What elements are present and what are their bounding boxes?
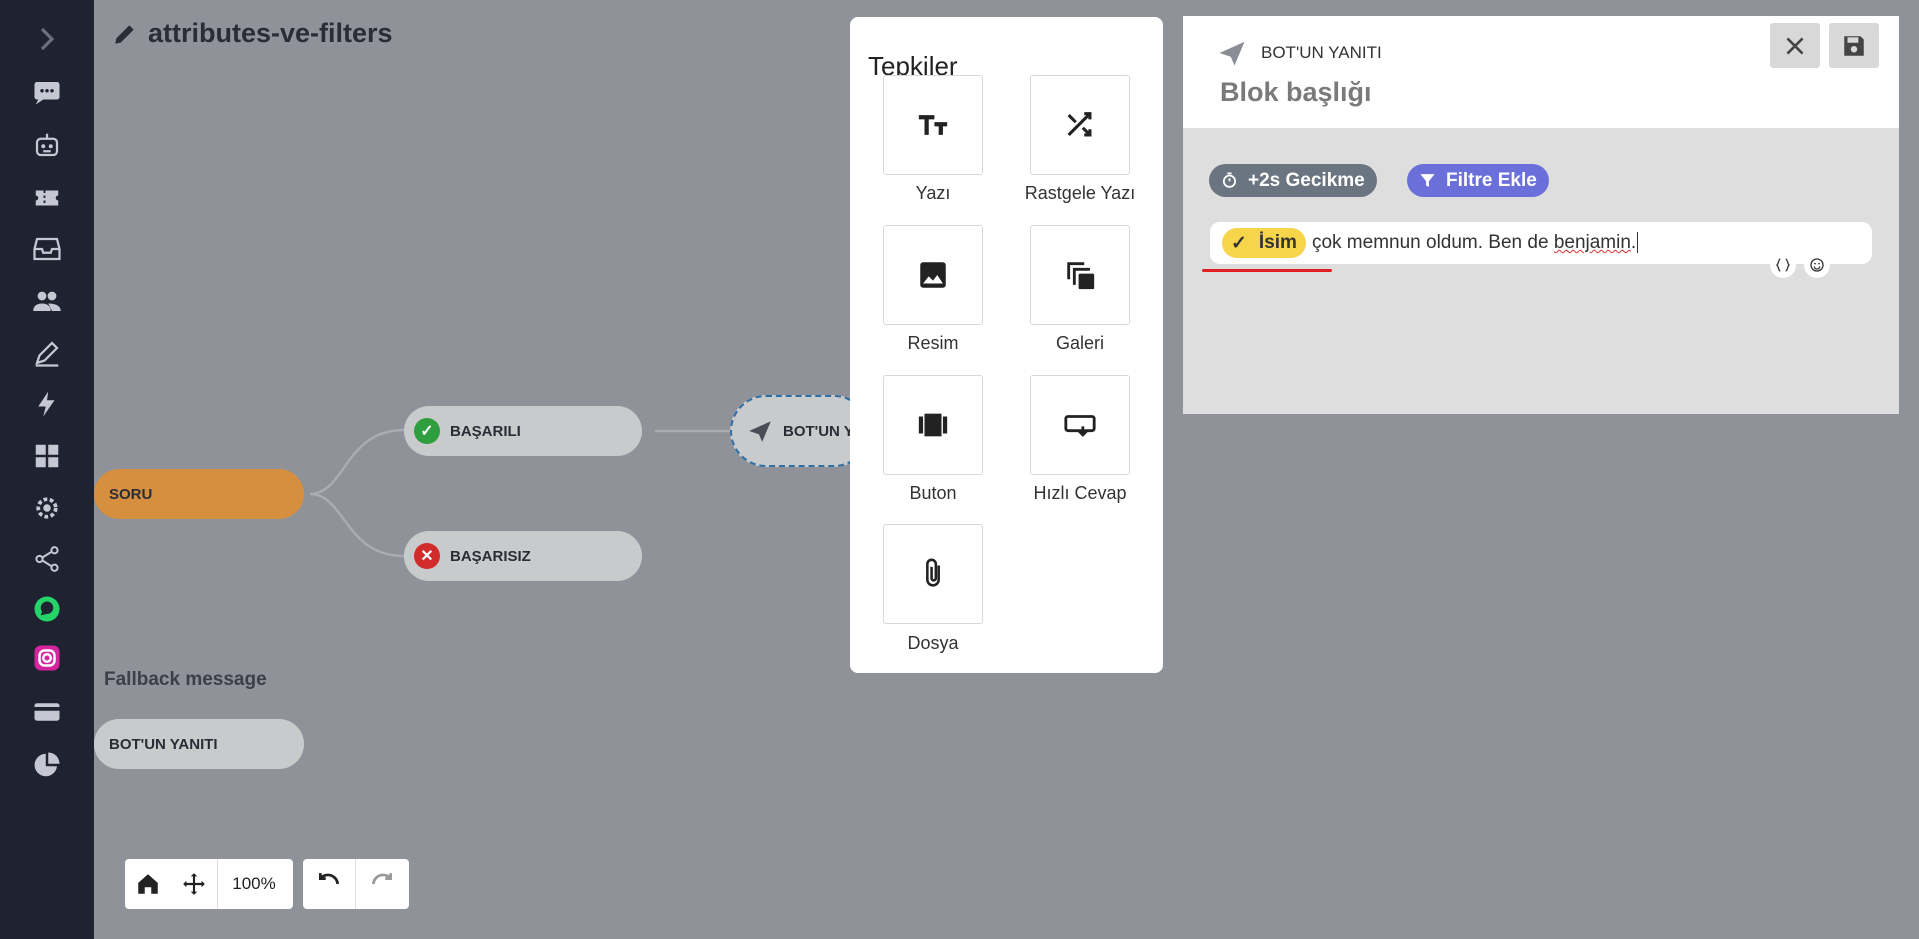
paperclip-icon xyxy=(926,558,940,587)
sidebar xyxy=(0,0,94,939)
toolbar-divider xyxy=(355,859,356,909)
stopwatch-icon xyxy=(1222,172,1237,188)
pie-chart-icon[interactable] xyxy=(29,747,65,783)
braces-icon xyxy=(1776,258,1790,272)
reaction-button-button[interactable] xyxy=(883,375,983,475)
block-kind: BOT'UN YANITI xyxy=(1217,38,1382,68)
button-icon xyxy=(918,413,948,437)
message-text-input[interactable]: ✓ İsim çok memnun oldum. Ben de benjamin… xyxy=(1210,222,1872,264)
text-icon xyxy=(918,115,948,135)
gallery-icon xyxy=(1067,262,1095,290)
canvas-toolbar: 100% xyxy=(125,859,293,909)
share-icon[interactable] xyxy=(29,541,65,577)
reaction-text-button[interactable] xyxy=(883,75,983,175)
reaction-random-text-label: Rastgele Yazı xyxy=(1024,183,1136,203)
variable-chip[interactable]: ✓ İsim xyxy=(1222,228,1306,258)
reaction-random-text-button[interactable] xyxy=(1030,75,1130,175)
delay-chip-label: +2s Gecikme xyxy=(1248,169,1365,191)
zoom-level[interactable]: 100% xyxy=(232,874,276,893)
shuffle-icon xyxy=(1067,112,1092,137)
message-text-misspelled: benjamin xyxy=(1553,232,1631,253)
emoji-icon xyxy=(1810,258,1824,272)
reaction-button-label: Buton xyxy=(909,483,957,503)
settings-gear-icon[interactable] xyxy=(29,490,65,526)
message-text: çok memnun oldum. Ben de benjamin.​ xyxy=(1311,232,1639,254)
reaction-image-label: Resim xyxy=(907,333,959,353)
message-text-end: . xyxy=(1630,232,1637,253)
variable-underline xyxy=(1202,269,1332,272)
chat-icon[interactable] xyxy=(29,74,65,110)
redo-icon xyxy=(371,873,393,885)
close-icon xyxy=(1786,36,1804,55)
pan-button[interactable] xyxy=(171,859,217,909)
node-bot-yanit-fallback[interactable]: BOT'UN YANITI xyxy=(94,719,304,769)
home-button[interactable] xyxy=(125,859,171,909)
ticket-icon[interactable] xyxy=(29,180,65,216)
node-basarisiz[interactable]: ✕ BAŞARISIZ xyxy=(404,531,642,581)
pencil-icon[interactable] xyxy=(112,21,138,47)
move-icon xyxy=(183,873,205,895)
insert-variable-button[interactable] xyxy=(1770,252,1796,278)
send-icon xyxy=(749,421,771,442)
expand-chevron-icon[interactable] xyxy=(29,21,65,57)
node-soru[interactable]: SORU xyxy=(94,469,304,519)
inbox-icon[interactable] xyxy=(29,231,65,267)
block-kind-label: BOT'UN YANITI xyxy=(1261,43,1382,62)
page-title-text: attributes-ve-filters xyxy=(148,18,393,48)
delay-chip[interactable]: +2s Gecikme xyxy=(1209,164,1377,197)
close-icon: ✕ xyxy=(414,543,440,569)
filter-icon xyxy=(1420,174,1435,187)
node-basarili-label: BAŞARILI xyxy=(450,422,521,440)
undo-icon xyxy=(318,873,340,885)
add-filter-chip-label: Filtre Ekle xyxy=(1446,169,1537,191)
card-icon[interactable] xyxy=(29,694,65,730)
add-filter-chip[interactable]: Filtre Ekle xyxy=(1407,164,1549,197)
edit-icon[interactable] xyxy=(29,335,65,371)
block-editor-header: BOT'UN YANITI Blok başlığı xyxy=(1183,16,1899,128)
quick-reply-icon xyxy=(1064,415,1096,437)
redo-button[interactable] xyxy=(356,859,408,909)
text-cursor: ​ xyxy=(1637,232,1639,253)
send-icon xyxy=(1219,41,1245,66)
lightning-icon[interactable] xyxy=(29,386,65,422)
check-icon: ✓ xyxy=(414,418,440,444)
bot-icon[interactable] xyxy=(29,127,65,163)
save-icon xyxy=(1844,35,1864,56)
reaction-quick-reply-label: Hızlı Cevap xyxy=(1033,483,1127,503)
reaction-quick-reply-button[interactable] xyxy=(1030,375,1130,475)
reaction-file-button[interactable] xyxy=(883,524,983,624)
instagram-icon[interactable] xyxy=(29,640,65,676)
node-bot-yanit-selected[interactable]: BOT'UN Y xyxy=(730,395,870,467)
node-soru-label: SORU xyxy=(109,485,153,503)
block-editor-panel: BOT'UN YANITI Blok başlığı +2s Gecikme F… xyxy=(1183,16,1899,414)
image-icon xyxy=(920,262,946,288)
close-button[interactable] xyxy=(1770,23,1820,68)
emoji-button[interactable] xyxy=(1804,252,1830,278)
reactions-panel: Tepkiler Yazı Rastgele Yazı Resim Galeri… xyxy=(850,17,1163,673)
undo-button[interactable] xyxy=(303,859,355,909)
whatsapp-icon[interactable] xyxy=(29,591,65,627)
check-icon: ✓ xyxy=(1231,232,1247,254)
reaction-image-button[interactable] xyxy=(883,225,983,325)
reaction-gallery-button[interactable] xyxy=(1030,225,1130,325)
users-icon[interactable] xyxy=(29,283,65,319)
reaction-text-label: Yazı xyxy=(915,183,951,203)
page-title: attributes-ve-filters xyxy=(112,18,393,49)
save-button[interactable] xyxy=(1829,23,1879,68)
block-title-input[interactable]: Blok başlığı xyxy=(1220,77,1372,107)
node-basarisiz-label: BAŞARISIZ xyxy=(450,547,531,565)
fallback-label: Fallback message xyxy=(104,669,267,690)
node-basarili[interactable]: ✓ BAŞARILI xyxy=(404,406,642,456)
variable-chip-label: İsim xyxy=(1258,232,1297,253)
reaction-file-label: Dosya xyxy=(907,633,959,653)
node-bot-yanit-fallback-label: BOT'UN YANITI xyxy=(109,735,218,753)
node-bot-yanit-label: BOT'UN Y xyxy=(783,422,854,440)
toolbar-divider xyxy=(217,859,218,909)
message-text-part: çok memnun oldum. Ben de xyxy=(1311,232,1554,253)
reaction-gallery-label: Galeri xyxy=(1055,333,1104,353)
home-icon xyxy=(138,874,158,894)
history-toolbar xyxy=(303,859,409,909)
grid-icon[interactable] xyxy=(29,438,65,474)
